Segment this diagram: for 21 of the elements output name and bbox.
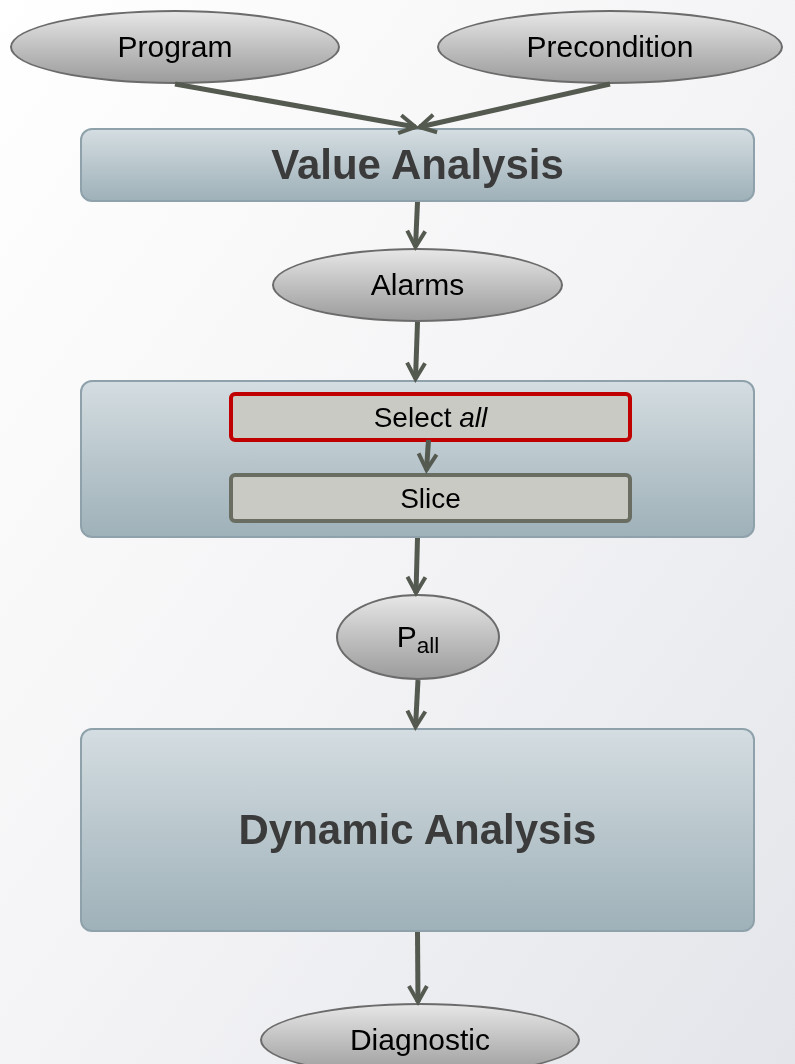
node-label: Select all [373, 400, 488, 435]
arrow [405, 321, 428, 381]
arrow [405, 679, 428, 729]
arrow [405, 537, 428, 595]
node-label: Program [117, 29, 233, 66]
node-label: Diagnostic [349, 1022, 491, 1059]
arrow [406, 932, 429, 1004]
step-box [229, 473, 632, 523]
node-label: Value Analysis [271, 139, 564, 190]
node-label: Alarms [370, 267, 465, 304]
node-label: Precondition [526, 29, 694, 66]
node-label: Dynamic Analysis [238, 804, 597, 855]
arrow [405, 201, 428, 249]
arrow [416, 439, 439, 472]
process-group-box [80, 380, 755, 538]
arrow [417, 81, 611, 135]
node-label: Slice [400, 481, 461, 516]
process-box [80, 728, 755, 932]
process-box [80, 128, 755, 202]
node-label: P$_{all}$ [396, 619, 440, 656]
step-box [229, 392, 632, 442]
